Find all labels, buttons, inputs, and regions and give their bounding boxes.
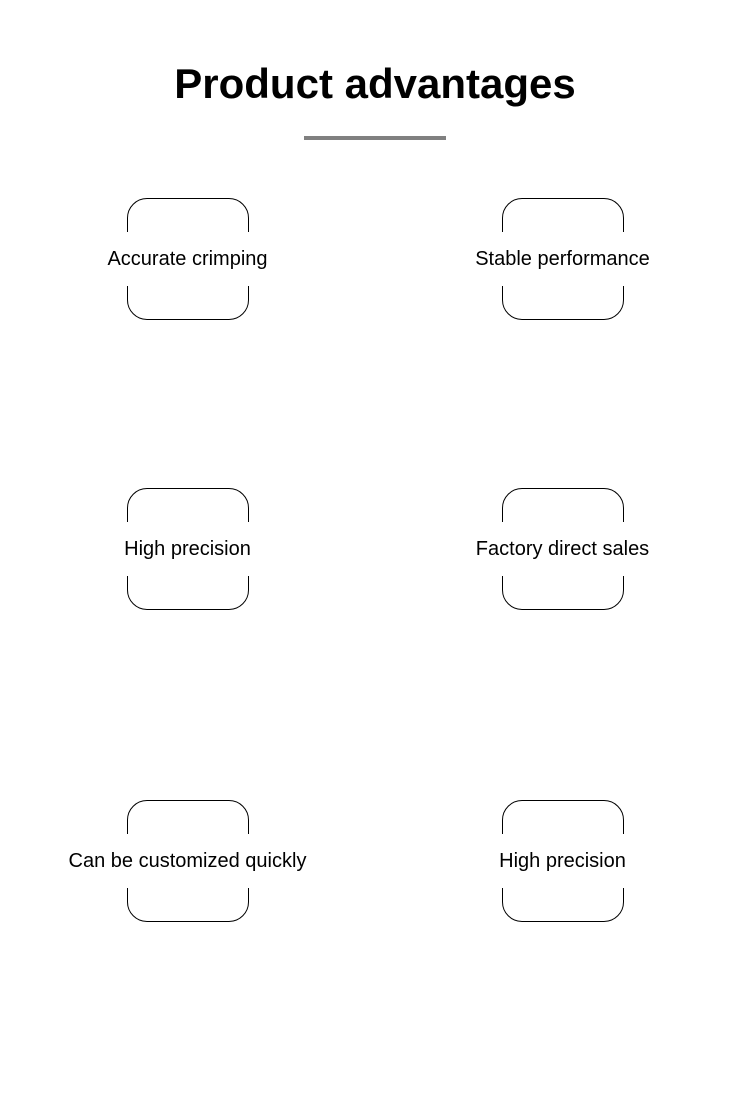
feature-label: Can be customized quickly — [60, 834, 315, 889]
page-header: Product advantages — [0, 0, 750, 141]
page-title: Product advantages — [174, 60, 576, 107]
feature-label: Accurate crimping — [99, 232, 276, 287]
feature-label: Stable performance — [467, 232, 658, 287]
title-divider — [304, 136, 446, 141]
feature-label: Factory direct sales — [467, 522, 658, 577]
feature-label: High precision — [116, 522, 259, 577]
feature-item: Factory direct sales — [375, 488, 750, 611]
feature-item: Can be customized quickly — [0, 800, 375, 923]
feature-label: High precision — [491, 834, 634, 889]
feature-item: Accurate crimping — [0, 198, 375, 321]
feature-item: High precision — [0, 488, 375, 611]
feature-grid: Accurate crimping Stable performance Hig… — [0, 198, 750, 1090]
feature-item: Stable performance — [375, 198, 750, 321]
feature-item: High precision — [375, 800, 750, 923]
